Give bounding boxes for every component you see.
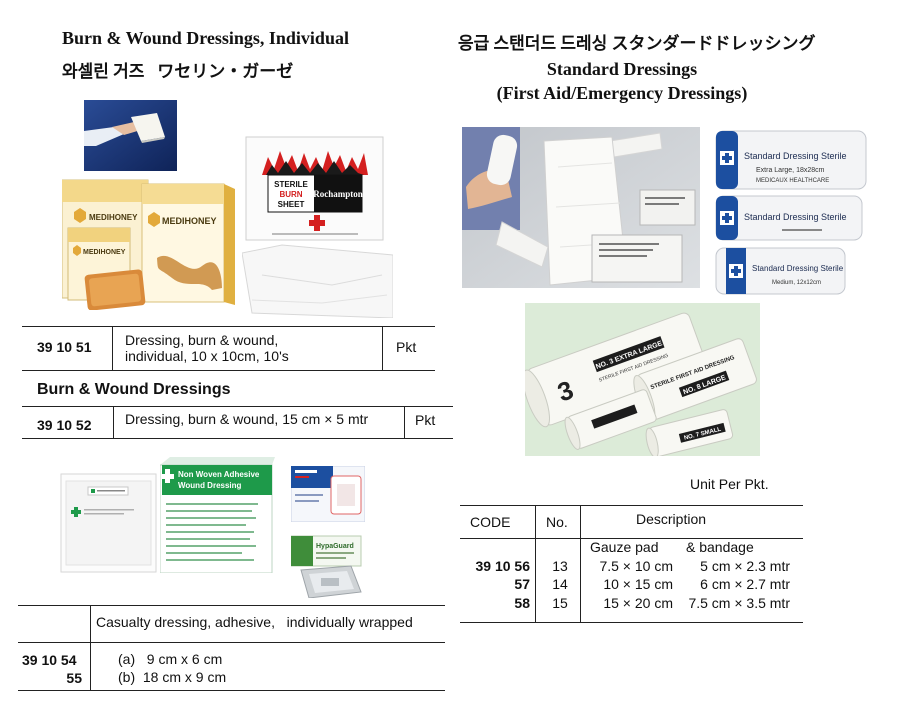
table-row-no: 15 [552,595,568,611]
table-row-pad-size: 10 × 15 cm [603,576,673,592]
svg-text:Standard Dressing Sterile: Standard Dressing Sterile [752,264,844,273]
medihoney-boxes-photo: MEDIHONEY MEDIHONEY MEDIHONEY [62,179,235,310]
standard-dressings-subtitle: (First Aid/Emergency Dressings) [496,83,748,103]
table-row-no: 13 [552,558,568,574]
table1-unit: Pkt [396,339,417,355]
right-table-divider-2 [580,505,581,622]
hand-with-dressing-photo [84,100,177,171]
right-table-bottom-rule [460,622,803,623]
table1-code: 39 10 51 [37,339,92,355]
table-row-pad-size: 15 × 20 cm [603,595,673,611]
table3-code-b: 55 [66,670,82,686]
table-row-code: 57 [514,576,530,592]
casualty-dressing-pack-photo [60,473,157,573]
table1-top-rule [22,326,435,327]
table3-item-a: (a) 9 cm x 6 cm [118,651,223,667]
table3-mid-rule [18,642,445,643]
table2-desc: Dressing, burn & wound, 15 cm × 5 mtr [125,411,369,427]
svg-text:Wound Dressing: Wound Dressing [178,481,242,490]
first-aid-dressing-photo [462,127,700,288]
table-row-code: 58 [514,595,530,611]
burn-sheet-package-photo: STERILE BURN SHEET Rochampton [242,136,393,318]
table-row-pad-size: 7.5 × 10 cm [599,558,673,574]
svg-text:MEDIHONEY: MEDIHONEY [89,213,138,222]
svg-text:Non Woven Adhesive: Non Woven Adhesive [178,470,260,479]
table3-top-rule [18,605,445,606]
table-row-code: 39 10 56 [475,558,531,574]
adhesive-wound-dressing-box-photo: Non Woven Adhesive Wound Dressing [160,457,275,573]
table3-item-b: (b) 18 cm x 9 cm [118,669,227,685]
table2-top-rule [22,406,453,407]
right-table-subheader-pad: Gauze pad [590,539,659,555]
adhesive-dressing-blue-box-photo [291,466,365,522]
svg-text:Medium, 12x12cm: Medium, 12x12cm [772,280,821,286]
right-table-divider-1 [535,505,536,622]
unit-per-pkt-note: Unit Per Pkt. [690,476,769,492]
table1-desc-line2: individual, 10 x 10cm, 10's [125,348,289,364]
right-table-header-description: Description [636,511,707,527]
table2-unit: Pkt [415,412,436,428]
right-table-top-rule [460,505,803,506]
table3-bottom-rule [18,690,445,691]
table-row-bandage-size: 7.5 cm × 3.5 mtr [688,595,790,611]
right-table-subheader-bandage: & bandage [686,539,754,555]
right-table-header-no: No. [546,514,568,530]
svg-text:SHEET: SHEET [278,200,305,209]
table-row-no: 14 [552,576,568,592]
svg-text:MEDIHONEY: MEDIHONEY [83,249,126,256]
table1-bottom-rule [22,370,435,371]
standard-dressings-title-kr-jp: 응급 스탠더드 드레싱 スタンダードドレッシング [458,34,816,53]
right-table-header-rule [460,538,803,539]
table-row-bandage-size: 5 cm × 2.3 mtr [700,558,790,574]
svg-text:Rochampton: Rochampton [313,189,363,199]
svg-text:HypaGuard: HypaGuard [316,543,354,550]
svg-text:MEDICAUX HEALTHCARE: MEDICAUX HEALTHCARE [756,178,829,184]
standard-dressing-packs-photo: Standard Dressing Sterile Extra Large, 1… [715,130,867,295]
table1-desc-line1: Dressing, burn & wound, [125,332,279,348]
burn-wound-section-heading: Burn & Wound Dressings [37,381,231,398]
burn-section-title: Burn & Wound Dressings, Individual [62,28,349,48]
table-row-bandage-size: 6 cm × 2.7 mtr [700,576,790,592]
standard-dressings-title: Standard Dressings [546,59,698,79]
table2-divider-1 [113,406,114,438]
svg-text:Extra Large, 18x28cm: Extra Large, 18x28cm [756,167,825,174]
table1-divider-2 [382,326,383,370]
svg-text:BURN: BURN [279,190,302,199]
first-aid-dressing-rolls-photo: 3 NO. 3 EXTRA LARGE STERILE FIRST AID DR… [525,303,760,456]
svg-text:Standard Dressing Sterile: Standard Dressing Sterile [744,151,847,161]
table3-header: Casualty dressing, adhesive, individuall… [96,614,413,630]
table3-code-a: 39 10 54 [22,652,77,668]
table2-code: 39 10 52 [37,417,92,433]
burn-section-subtitle-kr-jp: 와셀린 거즈 ワセリン・ガーゼ [62,62,294,81]
table3-divider [90,605,91,690]
table1-divider-1 [112,326,113,370]
right-table-header-code: CODE [470,514,511,530]
svg-text:MEDIHONEY: MEDIHONEY [162,216,217,226]
table2-divider-2 [404,406,405,438]
svg-text:STERILE: STERILE [274,180,308,189]
svg-text:Standard Dressing Sterile: Standard Dressing Sterile [744,212,847,222]
hypaguard-box-photo: HypaGuard [291,535,362,598]
table2-bottom-rule [22,438,453,439]
